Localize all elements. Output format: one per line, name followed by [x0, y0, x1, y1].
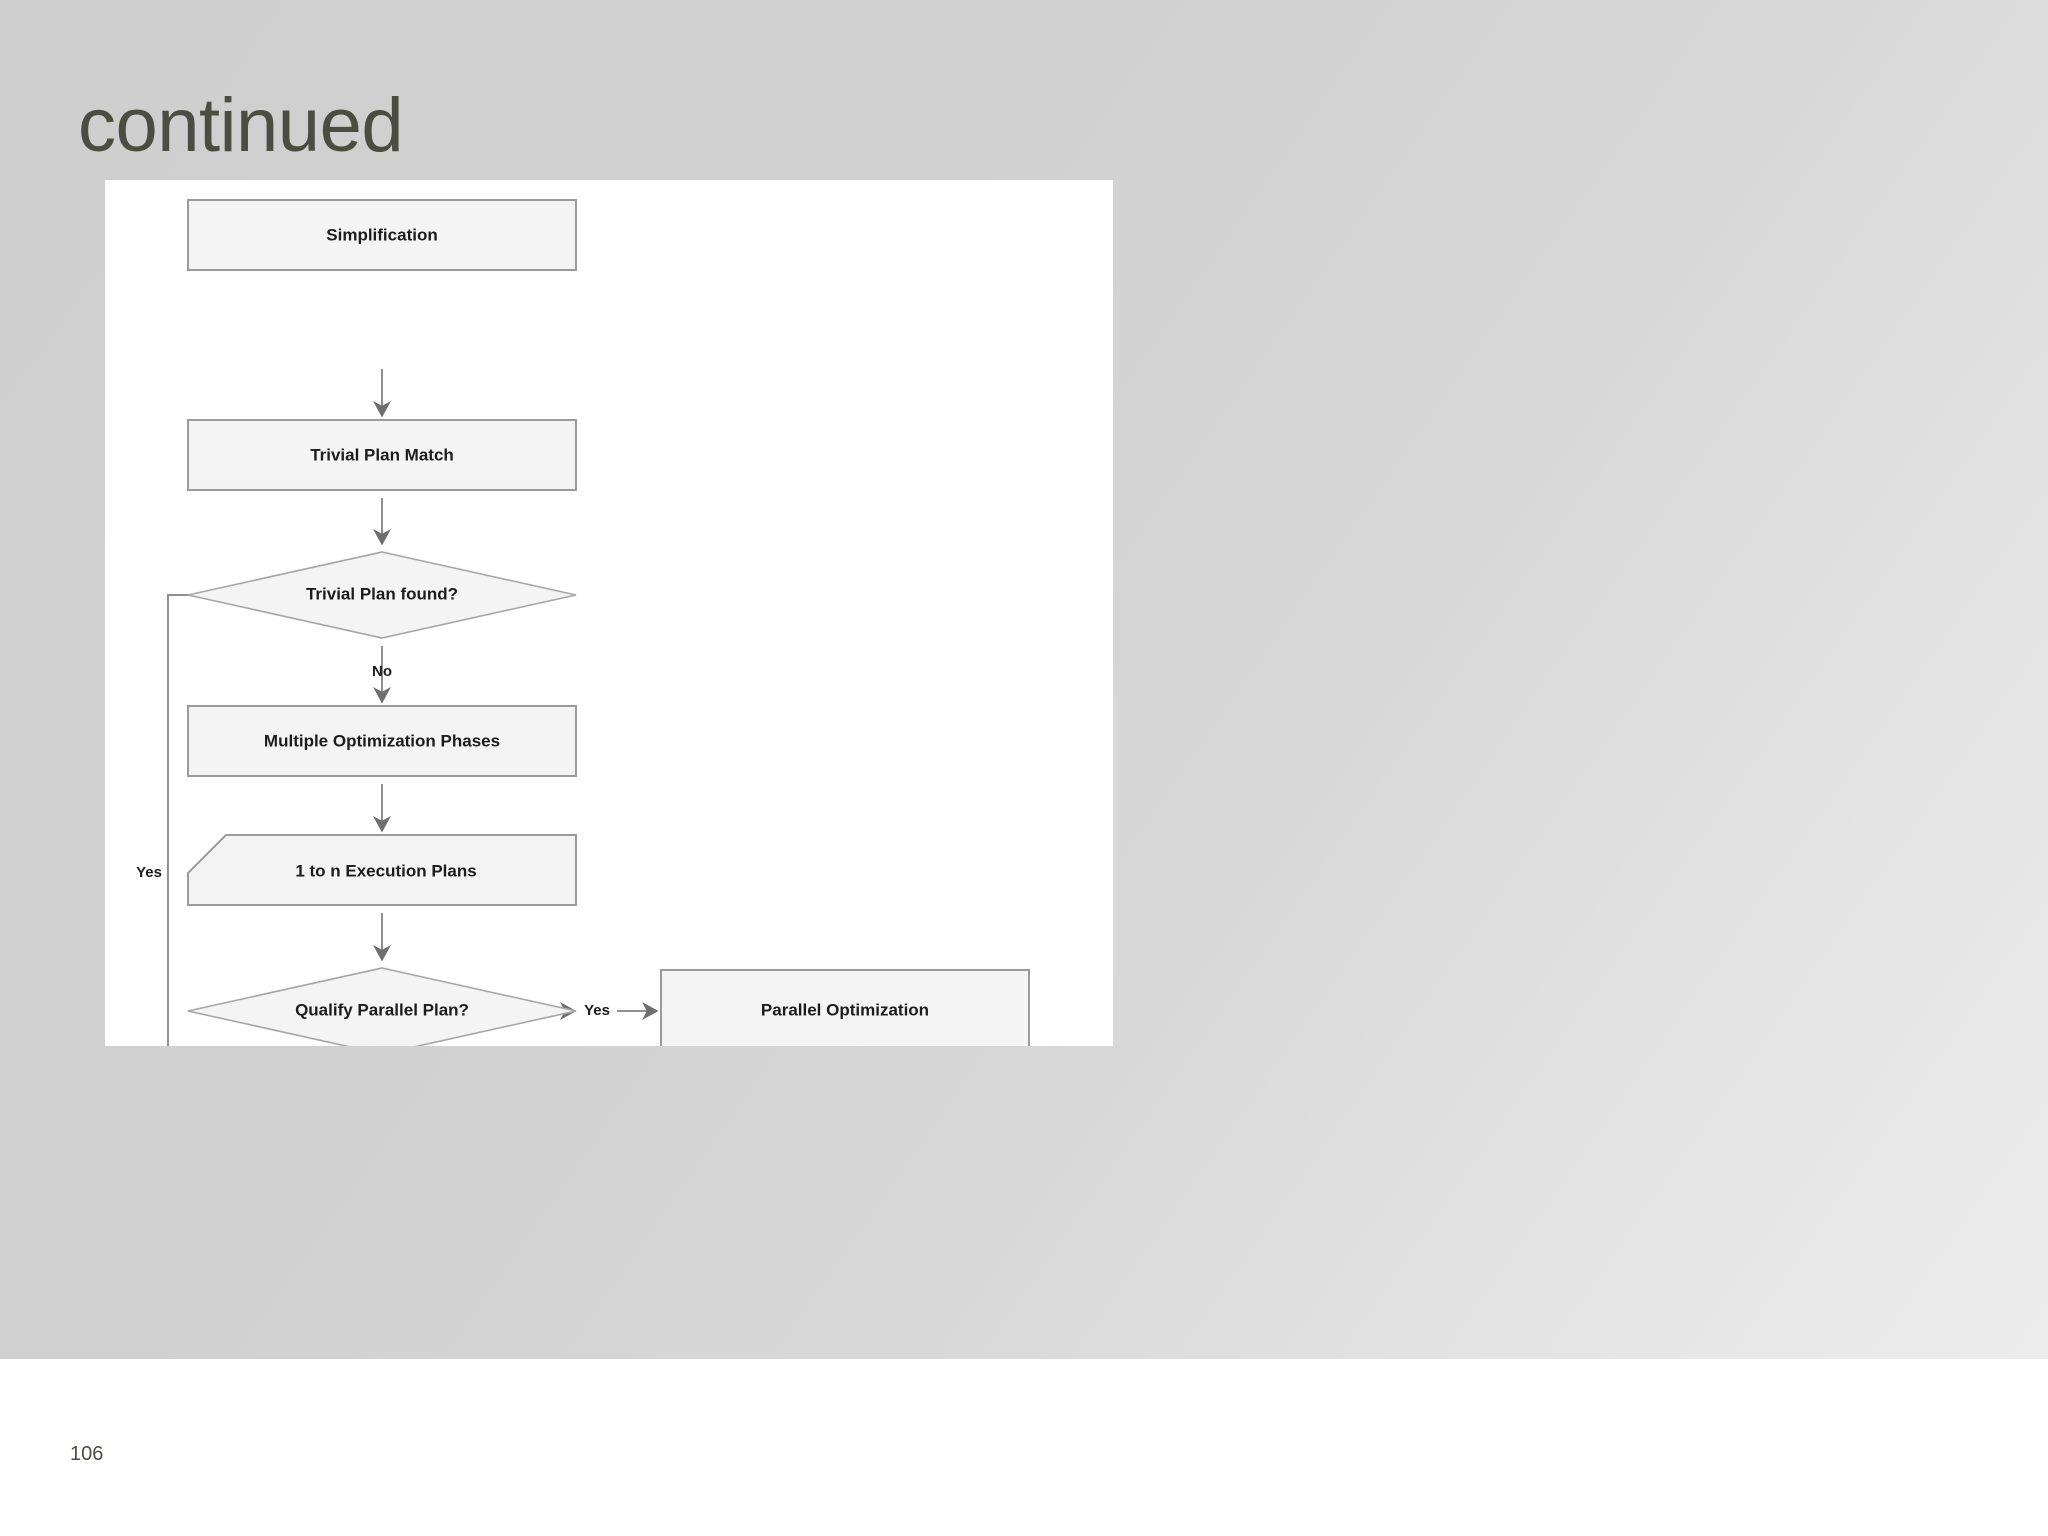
edge-label-trivial-no: No [372, 663, 392, 680]
node-1-to-n-execution-plans-label: 1 to n Execution Plans [295, 861, 476, 880]
page-footer-area [0, 1359, 2048, 1536]
node-trivial-plan-match-label: Trivial Plan Match [310, 445, 454, 464]
node-trivial-plan-found-label: Trivial Plan found? [306, 584, 458, 603]
connector-decision-yes-left-to-save-plan [167, 594, 279, 1046]
svg-text:Yes: Yes [136, 864, 162, 881]
page-title: continued [78, 83, 404, 168]
node-parallel-optimization[interactable]: Parallel Optimization [660, 969, 1030, 1046]
node-simplification-label: Simplification [326, 225, 437, 244]
node-multiple-optimization-phases[interactable]: Multiple Optimization Phases [187, 705, 577, 777]
node-qualify-parallel-plan-label: Qualify Parallel Plan? [295, 1000, 469, 1019]
flowchart-svg: Simplification Trivial Plan Match Trivia… [136, 199, 1030, 1046]
svg-text:Yes: Yes [584, 1002, 610, 1019]
edge-label-trivial-yes: Yes [136, 864, 162, 881]
node-1-to-n-execution-plans[interactable]: 1 to n Execution Plans [187, 834, 577, 906]
page-number: 106 [70, 1443, 104, 1465]
flowchart-image-panel: Simplification Trivial Plan Match Trivia… [105, 180, 1113, 1046]
node-multiple-optimization-phases-label: Multiple Optimization Phases [264, 731, 500, 750]
node-parallel-optimization-label: Parallel Optimization [761, 1000, 929, 1019]
node-trivial-plan-found-decision[interactable]: Trivial Plan found? [187, 551, 577, 639]
node-qualify-parallel-plan-decision[interactable]: Qualify Parallel Plan? [187, 967, 577, 1046]
node-trivial-plan-match[interactable]: Trivial Plan Match [187, 419, 577, 491]
svg-text:No: No [372, 663, 392, 680]
edge-label-parallel-yes: Yes [584, 1002, 610, 1019]
node-simplification[interactable]: Simplification [187, 199, 577, 271]
